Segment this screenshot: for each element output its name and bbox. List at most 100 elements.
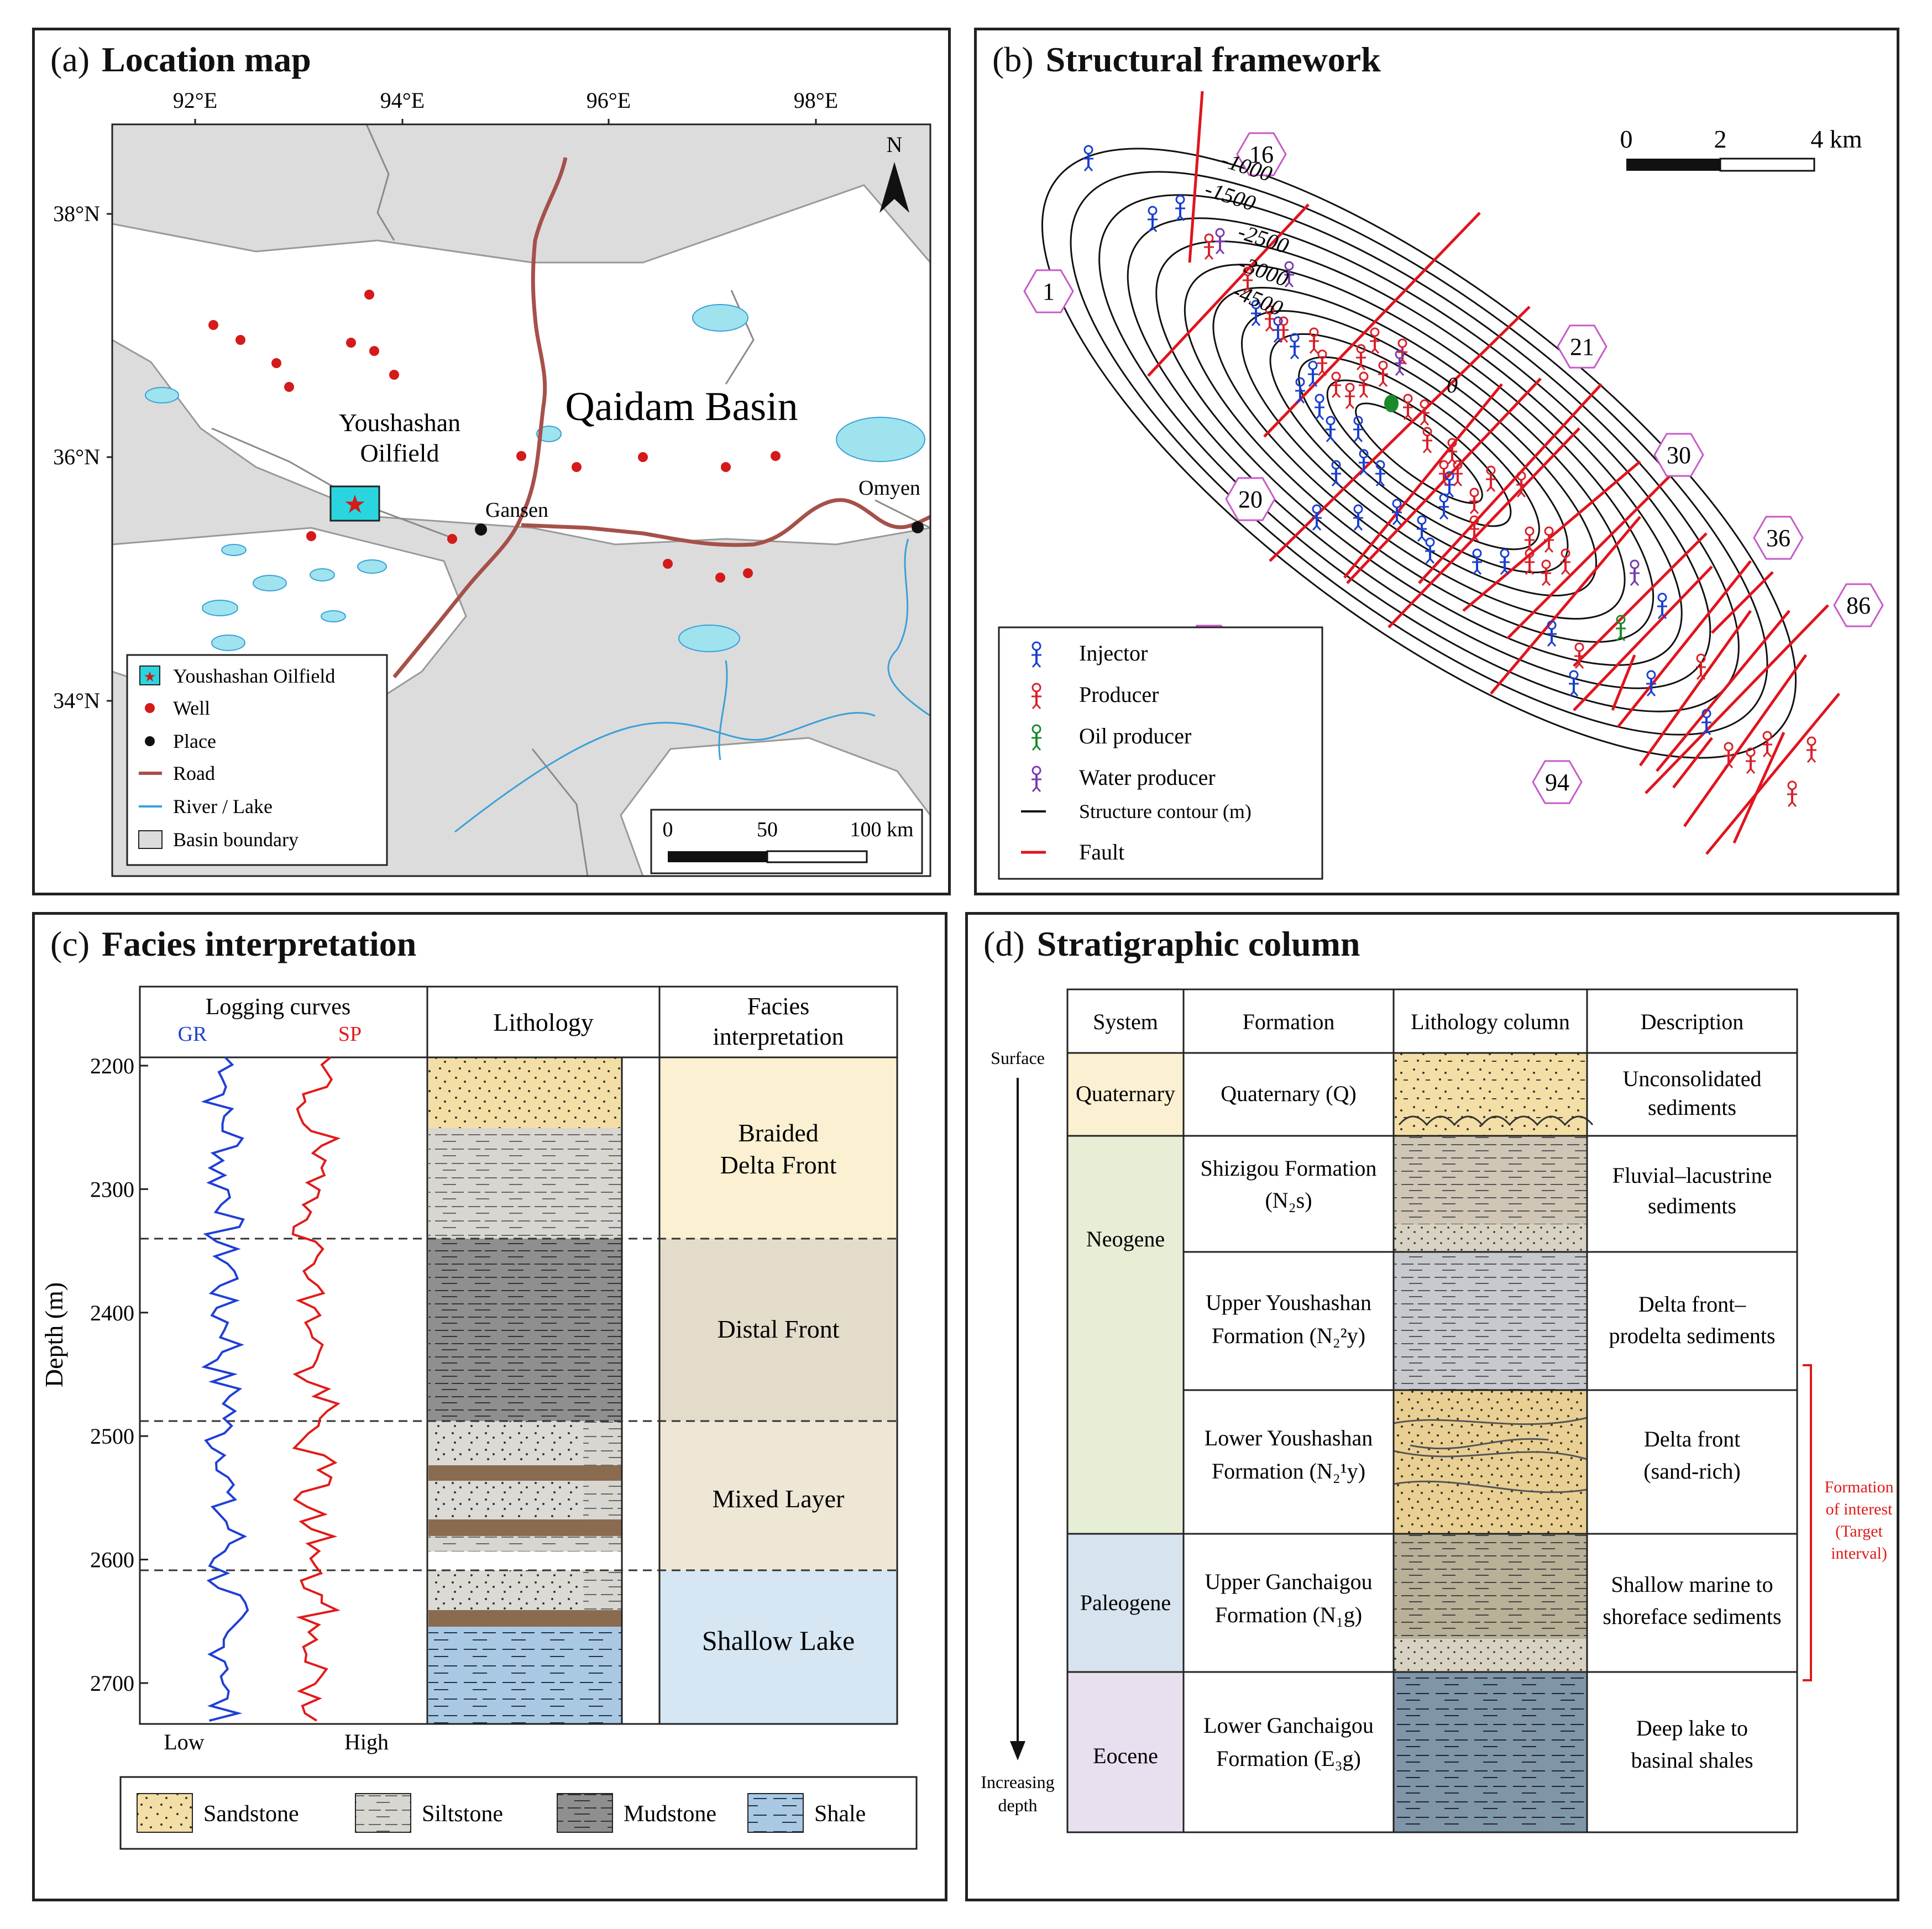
litho-upper-ganchaigou (1394, 1534, 1587, 1639)
description-label: Unconsolidated (1622, 1066, 1761, 1091)
depth-label: depth (998, 1795, 1037, 1815)
fault-line (1573, 532, 1708, 667)
contour-line (1184, 264, 1654, 643)
contour-line (1070, 171, 1768, 736)
panel-location-map: (a)Location map 92°E 94°E 96°E 98°E 38°N… (32, 28, 951, 895)
system-cell (1067, 1136, 1184, 1534)
well-icon (1696, 653, 1706, 680)
header-facies: Facies (747, 993, 809, 1020)
north-label: N (887, 132, 903, 157)
well-icon (1646, 670, 1656, 696)
contour-line (1241, 310, 1597, 597)
lat-label: 34°N (53, 688, 100, 713)
oilfield-marker (329, 485, 380, 522)
well-icon (1032, 766, 1041, 792)
well-icon (1657, 593, 1667, 619)
well-icon (1447, 438, 1457, 464)
depth-tick: 2500 (90, 1424, 134, 1449)
oilfield-star: ★ (343, 490, 366, 518)
panel-structural-framework: (b)Structural framework 1612120303686219… (974, 28, 1899, 895)
description-label: Deep lake to (1636, 1716, 1748, 1741)
well-icon (1331, 371, 1341, 398)
legend-label: Structure contour (m) (1079, 800, 1252, 822)
well-icon (1308, 360, 1318, 387)
litho-upper-youshashan (1394, 1252, 1587, 1390)
header-lithology: Lithology (493, 1008, 593, 1036)
interest-label: (Target (1835, 1522, 1883, 1540)
well-group (208, 290, 781, 583)
well-icon (1616, 615, 1626, 641)
panel-d-title: (d)Stratigraphic column (983, 924, 1360, 963)
contour-line (1155, 240, 1683, 666)
legend-label: Water producer (1079, 765, 1216, 790)
facies-name: Braided (738, 1119, 819, 1147)
legend-label: Siltstone (422, 1801, 503, 1827)
facies-name: Distal Front (717, 1315, 839, 1343)
well-icon (1469, 488, 1479, 514)
description-label: sediments (1648, 1193, 1736, 1218)
legend-label: Youshashan Oilfield (173, 665, 335, 687)
oilfield-label: Youshashan (339, 408, 460, 437)
facies-name: Delta Front (720, 1151, 837, 1179)
facies-zone (659, 1239, 897, 1421)
header-lithology: Lithology column (1411, 1009, 1570, 1034)
facies-name: Mixed Layer (713, 1485, 845, 1513)
well-icon (1762, 731, 1772, 757)
well-icon (1317, 349, 1327, 376)
legend-label: Road (173, 762, 215, 784)
well-symbols (1083, 145, 1816, 807)
contour-line (1298, 356, 1540, 551)
well-icon (1787, 780, 1797, 807)
description-label: Delta front– (1638, 1292, 1746, 1317)
svg-text:4 km: 4 km (1810, 125, 1862, 153)
well-icon (1746, 747, 1756, 774)
fault-line (1645, 604, 1829, 794)
fault-line (1188, 91, 1204, 263)
fault-number: 1 (1043, 278, 1055, 305)
litho-quaternary (1394, 1053, 1587, 1136)
contour-line (1212, 287, 1626, 620)
lon-label: 98°E (794, 88, 838, 113)
fault-line (1506, 449, 1697, 639)
well-icon (1417, 515, 1427, 542)
lake-group (145, 304, 925, 652)
well-icon (1541, 559, 1551, 586)
svg-text:★: ★ (143, 669, 156, 685)
litho-lower-ganchaigou (1394, 1672, 1587, 1832)
well-icon (1032, 724, 1041, 751)
fault-number: 16 (1249, 141, 1274, 168)
well-icon (1525, 548, 1535, 575)
gr-curve (201, 1056, 249, 1722)
contour-line (1269, 333, 1569, 574)
header-formation: Formation (1243, 1009, 1335, 1034)
well-icon (1420, 399, 1430, 426)
fault-line (1638, 610, 1752, 767)
well-icon (1525, 526, 1535, 553)
facies-zone (659, 1421, 897, 1570)
svg-text:50: 50 (757, 818, 778, 841)
facies-name: Shallow Lake (702, 1625, 855, 1656)
road-group (392, 157, 930, 679)
lat-label: 36°N (53, 444, 100, 469)
depth-tick: 2300 (90, 1177, 134, 1202)
lat-label: 38°N (53, 201, 100, 226)
fault-line (1617, 560, 1752, 728)
panel-a-title: (a)Location map (50, 40, 311, 79)
well-icon (1215, 228, 1225, 254)
oilfield-label: Oilfield (360, 439, 439, 467)
legend-label: Basin boundary (173, 829, 299, 851)
well-icon (1375, 460, 1385, 486)
legend-label: Oil producer (1079, 724, 1191, 748)
contour-line (1326, 379, 1512, 527)
contour-line (1355, 402, 1483, 504)
fault-line (1490, 516, 1641, 695)
sp-label: SP (338, 1023, 362, 1046)
well-icon (1469, 515, 1479, 542)
well-icon (1574, 642, 1584, 669)
fault-hex (1023, 269, 1074, 313)
formation-label: Quaternary (Q) (1221, 1081, 1356, 1106)
well-icon (1724, 742, 1734, 768)
fault-hex (1225, 477, 1276, 521)
fault-line (1656, 610, 1790, 772)
location-map: 92°E 94°E 96°E 98°E 38°N 36°N 34°N (53, 88, 931, 877)
